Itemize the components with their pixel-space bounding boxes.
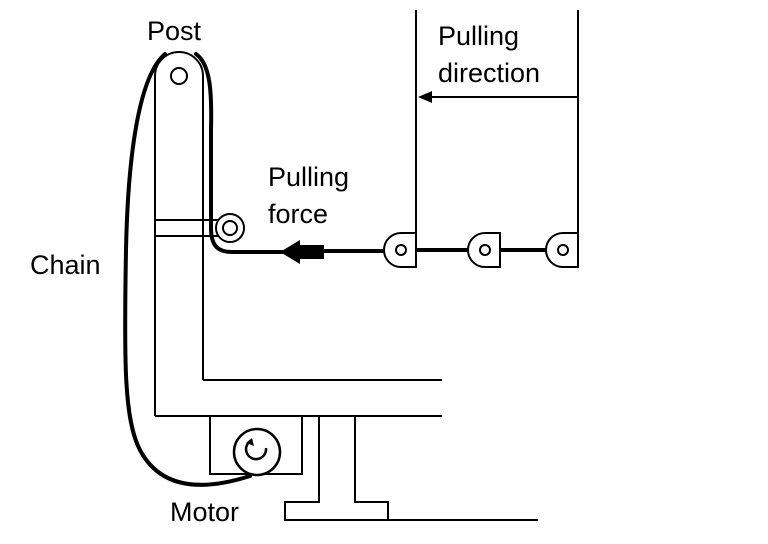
link-1 bbox=[383, 232, 417, 268]
chain-label: Chain bbox=[30, 250, 101, 280]
post-label: Post bbox=[147, 16, 202, 46]
chain-left-loop bbox=[123, 52, 252, 487]
pulling-direction-arrow bbox=[418, 91, 578, 103]
post bbox=[154, 51, 204, 416]
pulled-links bbox=[383, 232, 579, 268]
chain bbox=[123, 52, 292, 487]
post-outline bbox=[154, 51, 204, 416]
pulling-force-arrowhead bbox=[280, 240, 300, 264]
link-3 bbox=[545, 232, 579, 268]
motor-label: Motor bbox=[170, 497, 240, 527]
pulled-frame bbox=[415, 10, 579, 267]
post-top-pin bbox=[170, 67, 188, 85]
pulley bbox=[215, 213, 245, 243]
motor bbox=[232, 427, 282, 477]
support-leg bbox=[284, 416, 389, 521]
pulling-direction-label: Pulling direction bbox=[438, 21, 541, 88]
link-2 bbox=[467, 232, 501, 268]
pulling-force-arrow-body bbox=[300, 245, 324, 259]
base-structure bbox=[155, 379, 538, 521]
motor-rotation-arrowhead bbox=[246, 438, 254, 446]
pulling-force-arrow bbox=[280, 240, 546, 264]
pulling-direction-arrowhead bbox=[418, 91, 432, 103]
chain-right-run bbox=[194, 52, 292, 254]
pulling-force-label: Pulling force bbox=[268, 162, 350, 229]
